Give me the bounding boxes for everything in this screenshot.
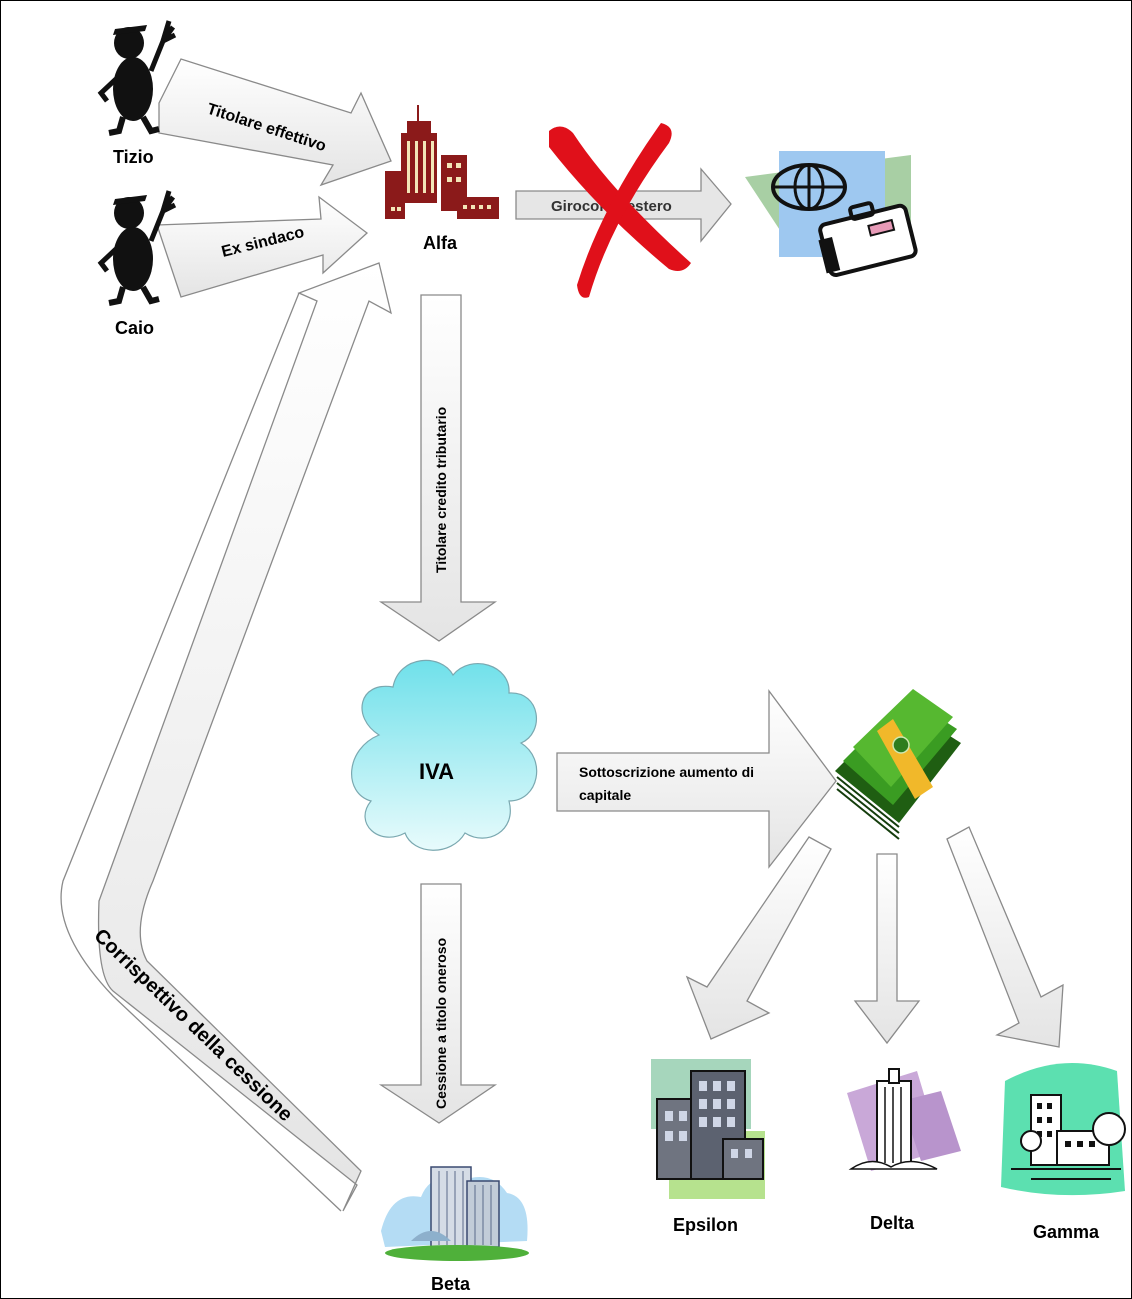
label-tizio: Tizio bbox=[113, 147, 154, 167]
arrow-titolare-effettivo bbox=[158, 58, 392, 187]
arrow-to-epsilon bbox=[685, 836, 832, 1040]
label-gamma: Gamma bbox=[1033, 1222, 1100, 1242]
arrow-to-gamma bbox=[946, 826, 1064, 1048]
arrow-corrispettivo bbox=[97, 262, 392, 1212]
person-caio-icon bbox=[97, 190, 177, 306]
label-sottoscrizione-1: Sottoscrizione aumento di bbox=[579, 764, 754, 780]
arrow-sottoscrizione bbox=[556, 689, 837, 869]
person-tizio-icon bbox=[97, 20, 177, 136]
gamma-building-icon bbox=[1001, 1063, 1126, 1196]
arrow-ex-sindaco bbox=[156, 195, 369, 298]
arrow-titolare-credito bbox=[378, 294, 498, 642]
globe-luggage-icon bbox=[745, 151, 918, 277]
money-stack-icon bbox=[835, 689, 961, 840]
label-sottoscrizione-2: capitale bbox=[579, 787, 631, 803]
label-epsilon: Epsilon bbox=[673, 1215, 738, 1235]
label-titolare-credito: Titolare credito tributario bbox=[433, 407, 449, 573]
label-alfa: Alfa bbox=[423, 233, 458, 253]
beta-building-icon bbox=[381, 1166, 529, 1261]
label-caio: Caio bbox=[115, 318, 154, 338]
delta-building-icon bbox=[847, 1068, 961, 1171]
arrow-to-delta bbox=[853, 853, 921, 1045]
label-delta: Delta bbox=[870, 1213, 915, 1233]
epsilon-building-icon bbox=[651, 1059, 765, 1199]
arrow-cessione bbox=[378, 883, 498, 1124]
iva-cloud-icon bbox=[351, 659, 538, 851]
alfa-building-icon bbox=[385, 105, 499, 219]
label-beta: Beta bbox=[431, 1274, 471, 1294]
red-cross-icon bbox=[549, 123, 691, 298]
label-corrispettivo: Corrispettivo della cessione bbox=[90, 925, 297, 1126]
label-iva: IVA bbox=[419, 759, 454, 784]
label-cessione: Cessione a titolo oneroso bbox=[433, 938, 449, 1109]
